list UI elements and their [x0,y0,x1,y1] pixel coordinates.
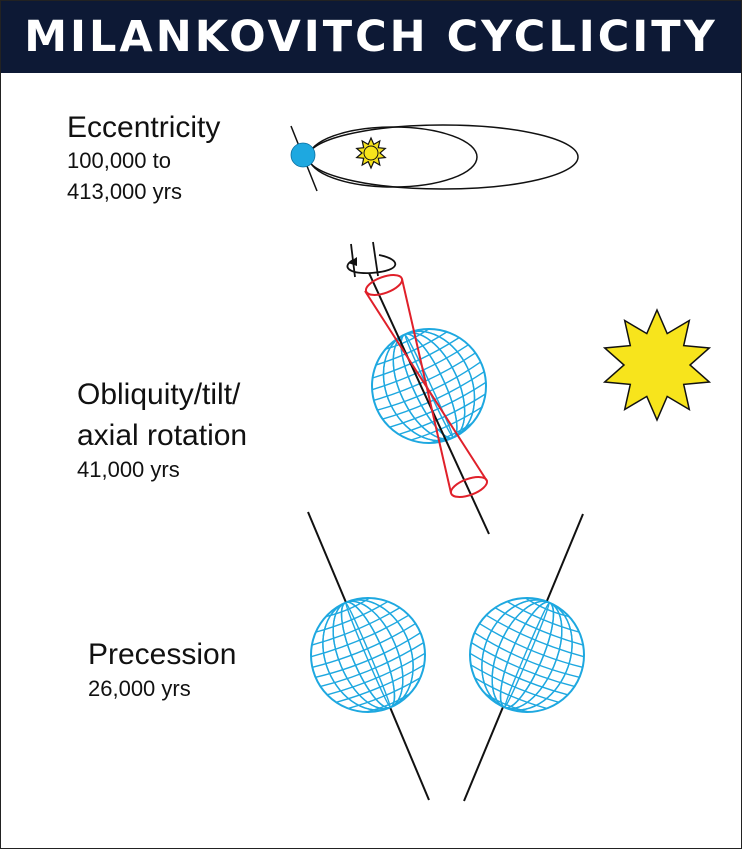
obliquity-period: 41,000 yrs [77,457,180,482]
precession-label: Precession [88,638,237,671]
diagram-title: MILANKOVITCH CYCLICITY [24,12,718,62]
spin-arrow-head [348,257,357,266]
earth-globe-icon [371,328,487,444]
obliquity-label-line1: Obliquity/tilt/ [77,378,241,411]
precession-group [307,511,585,802]
axis-top-right [372,241,379,277]
eccentricity-period-line1: 100,000 to [67,148,171,173]
obliquity-group [346,241,712,535]
tilt-axis-line [368,272,490,535]
orbit-ellipse-narrow [308,126,478,188]
obliquity-label-line2: axial rotation [77,419,248,452]
eccentricity-label: Eccentricity [67,111,221,144]
precession-period: 26,000 yrs [88,676,191,701]
eccentricity-period-line2: 413,000 yrs [67,179,182,204]
title-banner: MILANKOVITCH CYCLICITY [1,1,741,73]
spin-arrow-icon [346,254,397,274]
eccentricity-orbit-group [290,124,579,192]
small-sun-core [363,145,379,161]
precession-cone [364,274,489,498]
sun-icon [602,308,712,422]
orbit-ellipse-wide [307,124,579,190]
small-earth-icon [290,142,316,168]
